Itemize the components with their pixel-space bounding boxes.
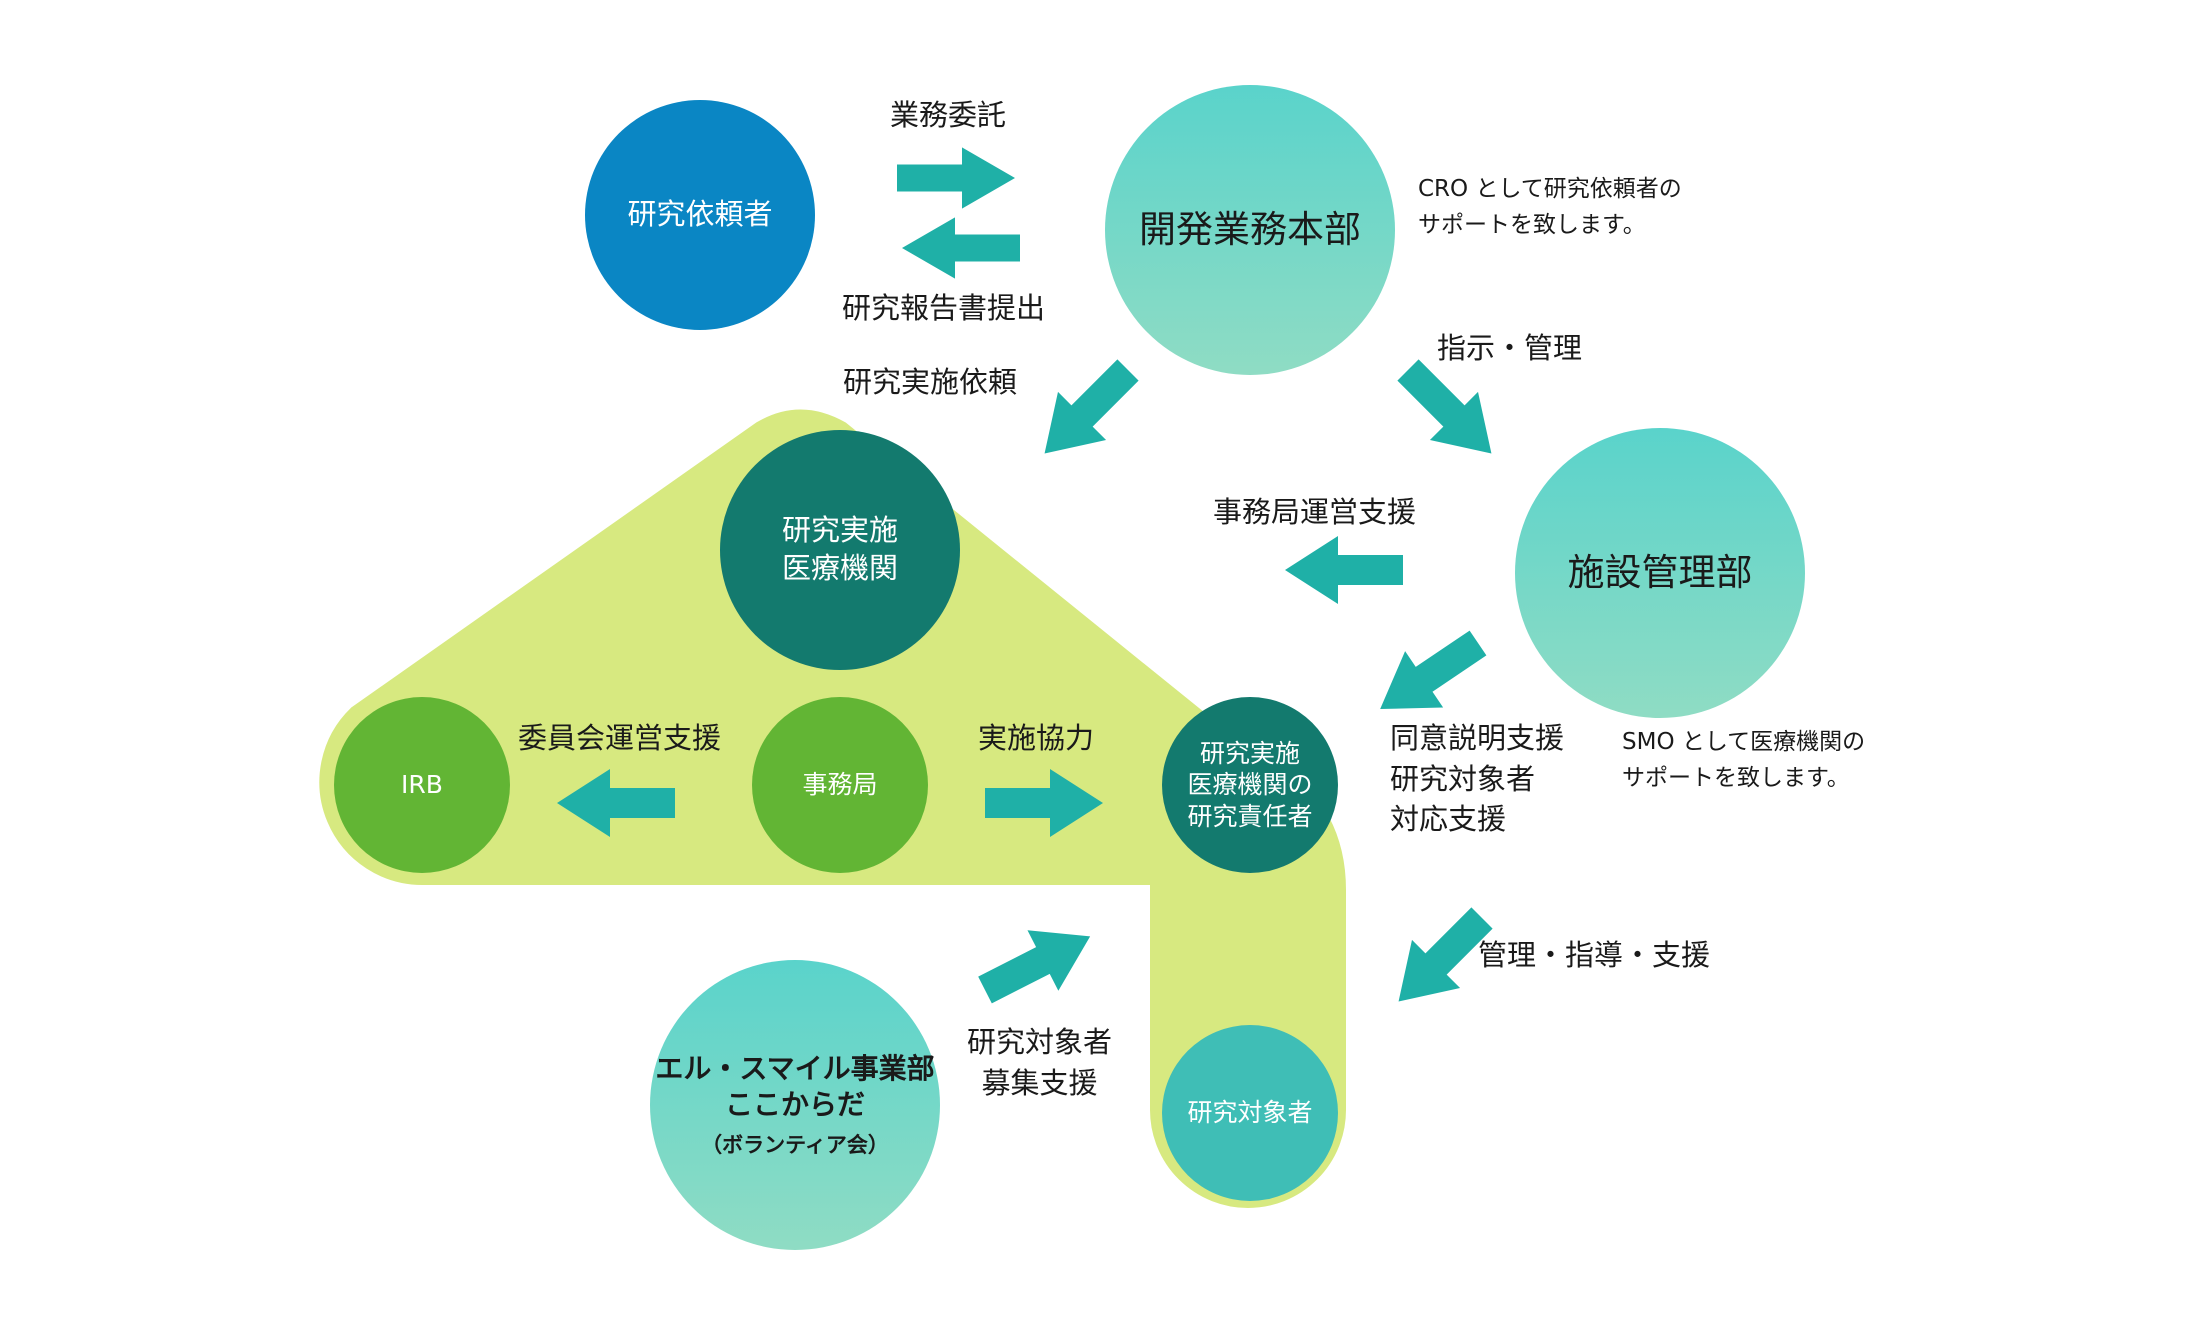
consent-line2: 研究対象者 (1390, 761, 1536, 796)
investigator-text-line1: 研究実施 (1199, 739, 1300, 769)
consent-support-label: 同意説明支援 研究対象者 対応支援 (1390, 718, 1564, 840)
study-request-label: 研究実施依頼 (843, 365, 1018, 399)
outsourcing-arrow-icon (897, 147, 1015, 209)
outsourcing-label: 業務委託 (890, 98, 1007, 132)
investigator-text-line3: 研究責任者 (1187, 801, 1313, 831)
volunteer-text-line1: エル・スマイル事業部 (655, 1051, 935, 1085)
investigator-node (1162, 697, 1338, 873)
smo-note-line1: SMO として医療機関の (1622, 729, 1866, 755)
secretariat-support-label: 事務局運営支援 (1213, 495, 1417, 529)
secretariat-support-arrow-icon (1285, 536, 1403, 604)
guidance-label: 管理・指導・支援 (1478, 938, 1711, 972)
recruit-line1: 研究対象者 (967, 1025, 1113, 1059)
investigator-label: 研究実施 医療機関の 研究責任者 (1162, 697, 1338, 873)
development-hq-text: 開発業務本部 (1139, 207, 1361, 251)
investigator-text-line2: 医療機関の (1187, 770, 1313, 800)
subjects-label: 研究対象者 (1162, 1025, 1338, 1201)
volunteer-text-line3: （ボランティア会） (701, 1132, 889, 1157)
sponsor-label: 研究依頼者 (585, 100, 815, 330)
secretariat-node (752, 697, 928, 873)
consent-line3: 対応支援 (1390, 802, 1507, 837)
recruit-support-label: 研究対象者 募集支援 (967, 1022, 1112, 1103)
committee-support-label: 委員会運営支援 (518, 721, 722, 755)
irb-label: IRB (334, 697, 510, 873)
volunteer-label: エル・スマイル事業部 ここからだ （ボランティア会） (650, 960, 940, 1250)
volunteer-node (650, 960, 940, 1250)
direction-mgmt-label: 指示・管理 (1437, 331, 1583, 365)
secretariat-text: 事務局 (802, 769, 878, 799)
cooperation-label: 実施協力 (978, 721, 1095, 755)
cro-note-line2: サポートを致します。 (1418, 211, 1646, 238)
site-text-line1: 研究実施 (781, 513, 898, 548)
cro-note-line1: CRO として研究依頼者の (1418, 176, 1682, 202)
report-submission-label: 研究報告書提出 (842, 291, 1046, 325)
report-arrow-icon (902, 217, 1020, 279)
cro-note: CRO として研究依頼者の サポートを致します。 (1418, 172, 1682, 243)
development-hq-node (1105, 85, 1395, 375)
secretariat-label: 事務局 (752, 697, 928, 873)
facility-mgmt-node (1515, 428, 1805, 718)
subjects-node (1162, 1025, 1338, 1201)
subjects-text: 研究対象者 (1187, 1097, 1313, 1127)
smo-note: SMO として医療機関の サポートを致します。 (1622, 725, 1865, 796)
facility-mgmt-text: 施設管理部 (1567, 550, 1753, 594)
site-label: 研究実施 医療機関 (720, 430, 960, 670)
smo-note-line2: サポートを致します。 (1622, 764, 1850, 791)
recruit-arrow-icon (969, 906, 1106, 1021)
facility-mgmt-label: 施設管理部 (1515, 428, 1805, 718)
development-hq-label: 開発業務本部 (1105, 85, 1395, 375)
recruit-line2: 募集支援 (981, 1065, 1098, 1100)
consent-line1: 同意説明支援 (1390, 721, 1565, 755)
irb-text: IRB (401, 769, 443, 799)
site-node (720, 430, 960, 670)
sponsor-text: 研究依頼者 (627, 197, 773, 232)
sponsor-node (585, 100, 815, 330)
site-text-line2: 医療機関 (781, 551, 898, 585)
irb-node (334, 697, 510, 873)
volunteer-text-line2: ここからだ (724, 1088, 865, 1122)
